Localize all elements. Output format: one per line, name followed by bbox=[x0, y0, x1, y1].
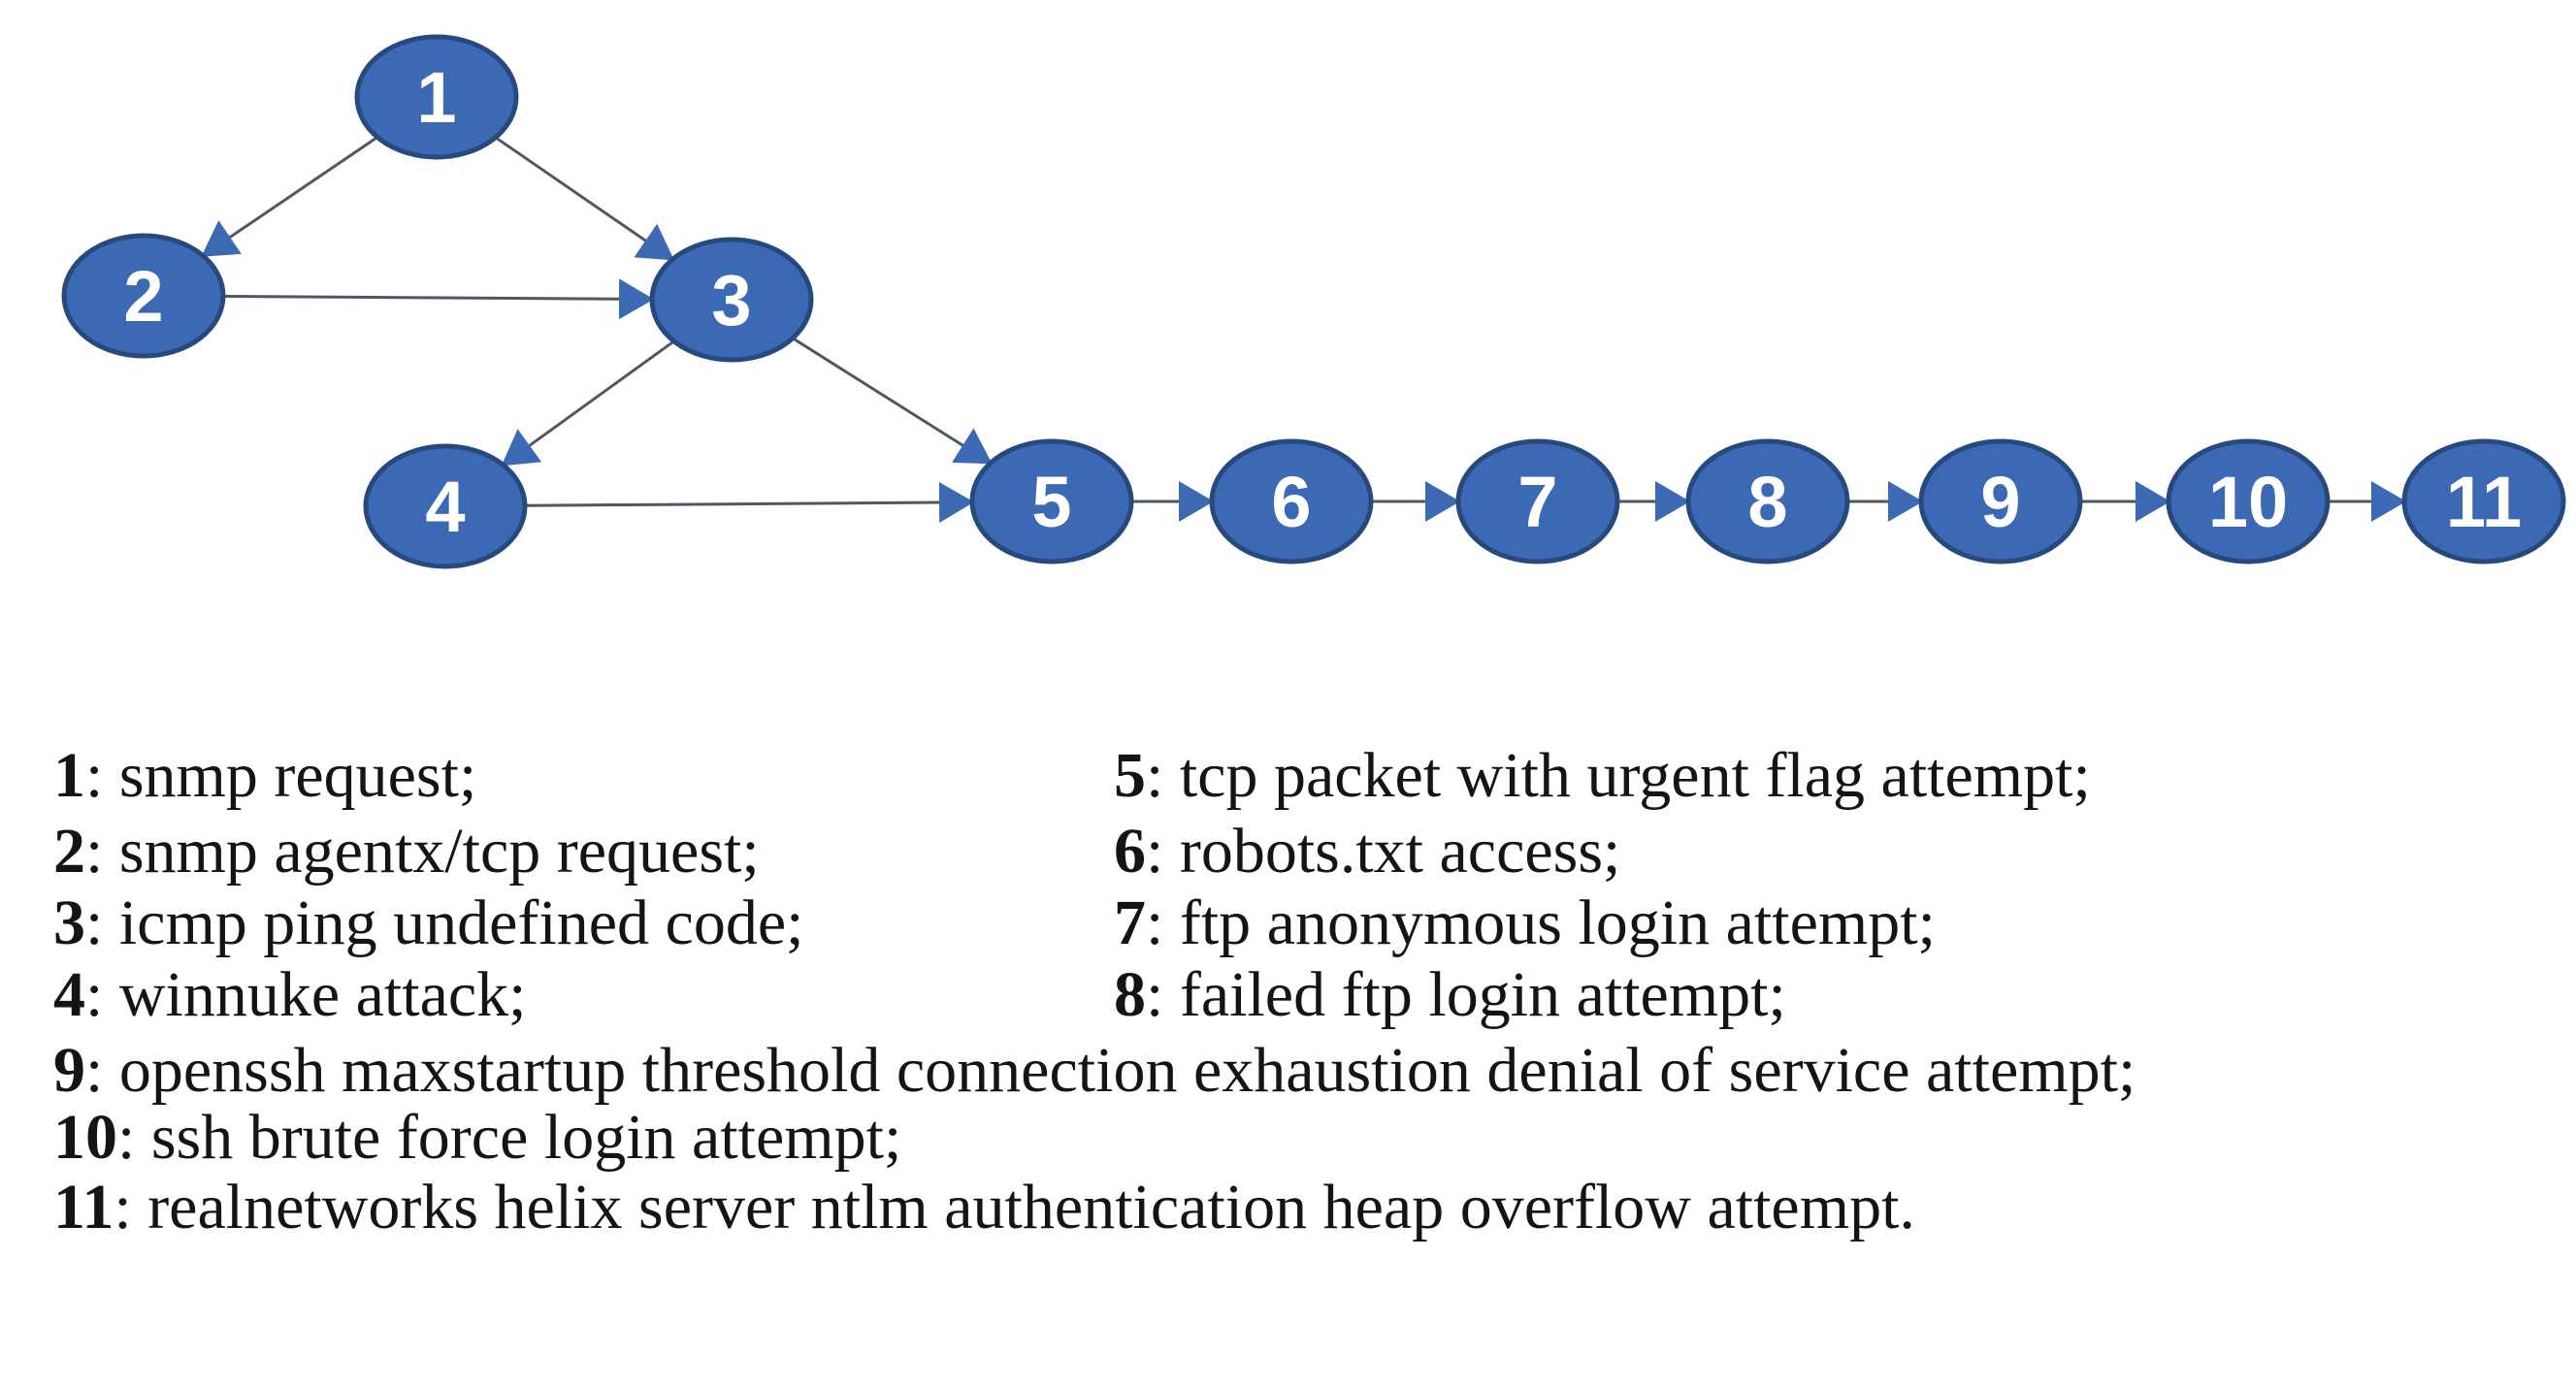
legend-num: 7 bbox=[1114, 887, 1146, 958]
legend-num: 5 bbox=[1114, 740, 1146, 811]
graph-node-5 bbox=[969, 438, 1134, 564]
legend-item-10: 10: ssh brute force login attempt; bbox=[53, 1102, 901, 1174]
attack-graph-figure: { "figure": { "background": "#FFFFFF", "… bbox=[53, 0, 2566, 1272]
legend-num: 6 bbox=[1114, 816, 1146, 887]
legend-text: : robots.txt access; bbox=[1146, 816, 1621, 887]
legend-item-1: 1: snmp request; bbox=[53, 740, 476, 812]
graph-edge-1-2 bbox=[201, 136, 378, 257]
graph-node-label-9: 9 bbox=[1980, 462, 2020, 542]
legend-text: : tcp packet with urgent flag attempt; bbox=[1146, 740, 2091, 811]
graph-edge-2-3 bbox=[222, 278, 654, 320]
legend-text: : snmp request; bbox=[85, 740, 477, 811]
graph-node-label-8: 8 bbox=[1747, 462, 1787, 542]
legend-row: 9: openssh maxstartup threshold connecti… bbox=[53, 1035, 2547, 1250]
legend-item-6: 6: robots.txt access; bbox=[1114, 816, 1620, 887]
legend-text: : openssh maxstartup threshold connectio… bbox=[85, 1035, 2136, 1106]
legend-item-8: 8: failed ftp login attempt; bbox=[1114, 959, 1786, 1031]
legend-num: 9 bbox=[53, 1035, 85, 1106]
graph-node-7 bbox=[1455, 438, 1620, 564]
graph-node-label-1: 1 bbox=[416, 57, 456, 138]
graph-node-6 bbox=[1209, 438, 1374, 564]
graph-node-label-7: 7 bbox=[1517, 462, 1557, 542]
legend-item-9: 9: openssh maxstartup threshold connecti… bbox=[53, 1035, 2136, 1107]
legend-text: : winnuke attack; bbox=[85, 959, 527, 1030]
graph-node-8 bbox=[1685, 438, 1850, 564]
graph-node-10 bbox=[2166, 438, 2331, 564]
graph-node-label-4: 4 bbox=[425, 467, 465, 547]
legend-text: : failed ftp login attempt; bbox=[1146, 959, 1786, 1030]
legend-item-7: 7: ftp anonymous login attempt; bbox=[1114, 887, 1936, 959]
graph-node-label-5: 5 bbox=[1031, 462, 1071, 542]
graph-nodes: 1 2 3 4 5 6 7 8 9 10 11 bbox=[61, 34, 2566, 569]
attack-graph: 1 2 3 4 5 6 7 8 9 10 11 bbox=[61, 34, 2566, 569]
legend-row: 11: realnetworks helix server ntlm authe… bbox=[53, 1172, 2547, 1387]
graph-node-1 bbox=[354, 34, 519, 160]
legend-row: 2: snmp agentx/tcp request; 6: robots.tx… bbox=[53, 816, 2547, 1103]
graph-node-label-3: 3 bbox=[711, 260, 751, 340]
legend-item-11: 11: realnetworks helix server ntlm authe… bbox=[53, 1172, 1915, 1243]
legend-text: : realnetworks helix server ntlm authent… bbox=[114, 1172, 1915, 1242]
graph-edge-3-4 bbox=[501, 339, 675, 467]
graph-node-11 bbox=[2401, 438, 2566, 564]
graph-node-label-2: 2 bbox=[123, 256, 163, 337]
legend-text: : ftp anonymous login attempt; bbox=[1146, 887, 1936, 958]
graph-node-label-6: 6 bbox=[1271, 462, 1311, 542]
legend-text: : ssh brute force login attempt; bbox=[117, 1102, 902, 1173]
legend-text: : snmp agentx/tcp request; bbox=[85, 816, 760, 887]
graph-edges bbox=[201, 136, 2406, 523]
legend-row: 1: snmp request; 5: tcp packet with urge… bbox=[53, 740, 2547, 1027]
legend-num: 3 bbox=[53, 887, 85, 958]
graph-node-3 bbox=[649, 237, 814, 363]
legend: 1: snmp request; 5: tcp packet with urge… bbox=[53, 0, 2547, 1272]
legend-num: 1 bbox=[53, 740, 85, 811]
graph-node-label-10: 10 bbox=[2208, 462, 2288, 542]
graph-node-9 bbox=[1918, 438, 2083, 564]
legend-num: 4 bbox=[53, 959, 85, 1030]
graph-edge-1-3 bbox=[494, 136, 674, 261]
legend-row: 3: icmp ping undefined code; 7: ftp anon… bbox=[53, 887, 2547, 1175]
graph-node-2 bbox=[61, 233, 226, 359]
legend-num: 8 bbox=[1114, 959, 1146, 1030]
legend-num: 11 bbox=[53, 1172, 114, 1242]
graph-node-label-11: 11 bbox=[2446, 462, 2522, 542]
legend-item-4: 4: winnuke attack; bbox=[53, 959, 527, 1031]
legend-row: 4: winnuke attack; 8: failed ftp login a… bbox=[53, 959, 2547, 1246]
legend-text: : icmp ping undefined code; bbox=[85, 887, 804, 958]
legend-num: 2 bbox=[53, 816, 85, 887]
legend-row: 10: ssh brute force login attempt; bbox=[53, 1102, 2547, 1317]
legend-item-3: 3: icmp ping undefined code; bbox=[53, 887, 803, 959]
legend-item-5: 5: tcp packet with urgent flag attempt; bbox=[1114, 740, 2091, 812]
graph-node-4 bbox=[363, 443, 528, 569]
graph-edge-3-5 bbox=[792, 337, 993, 465]
graph-edge-4-5 bbox=[524, 481, 974, 523]
legend-num: 10 bbox=[53, 1102, 117, 1173]
legend-item-2: 2: snmp agentx/tcp request; bbox=[53, 816, 760, 887]
